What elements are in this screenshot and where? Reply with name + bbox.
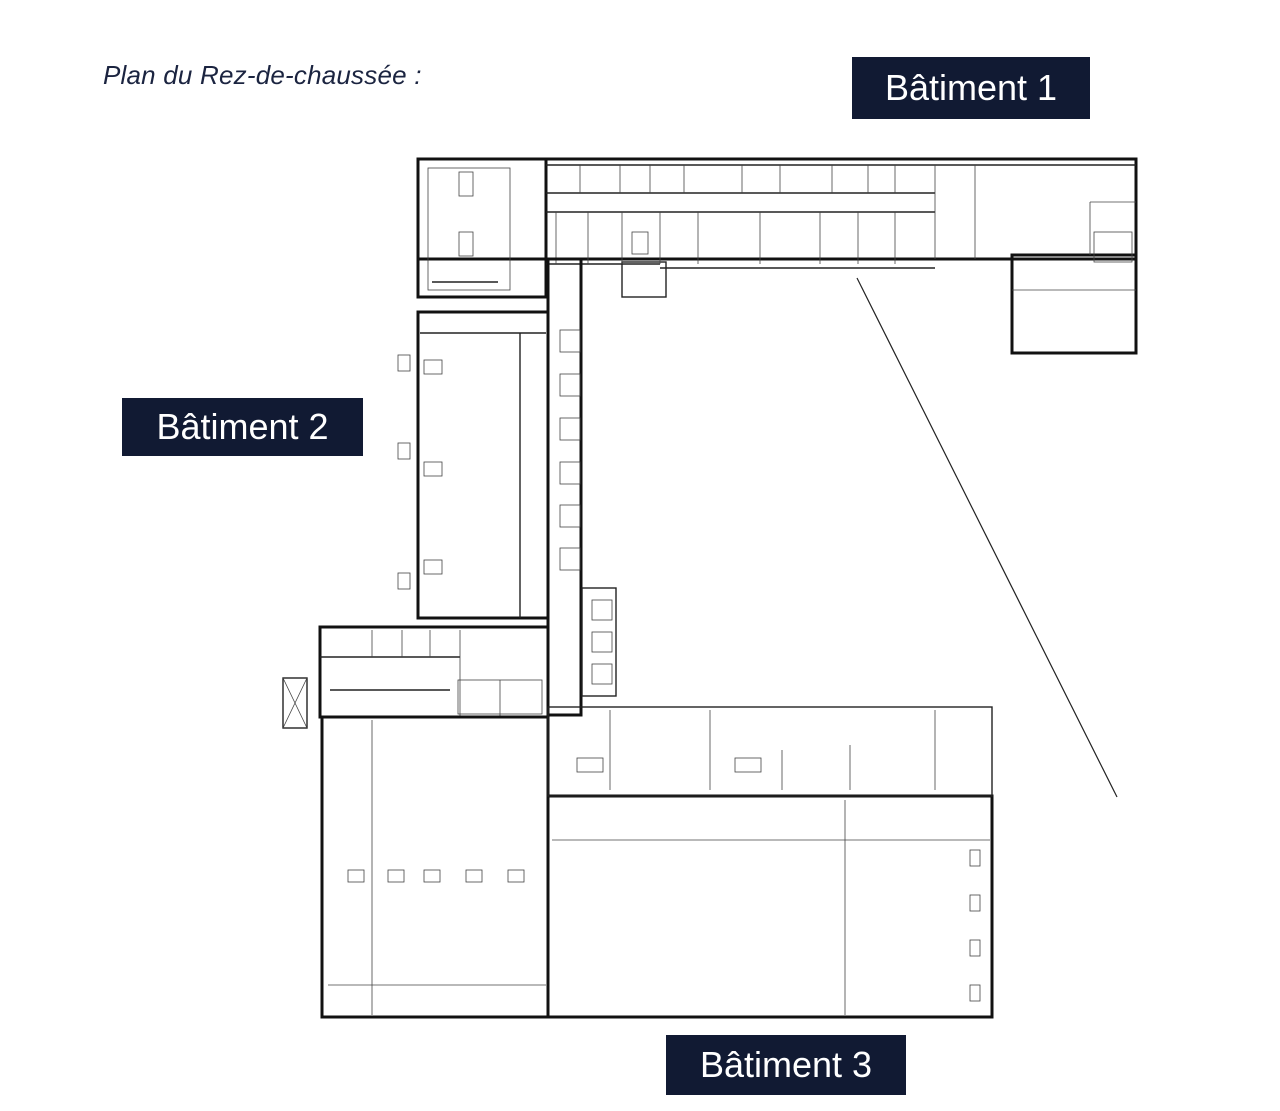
building-2-label: Bâtiment 2 [122,398,363,456]
plan-title: Plan du Rez-de-chaussée : [103,60,422,90]
building-1-outline [416,157,1138,355]
building-2-outline [397,310,550,620]
service-block [282,625,550,729]
courtyard-boundary-line [856,277,1118,798]
building-3-outline [320,706,994,1019]
building-3-label: Bâtiment 3 [666,1035,906,1095]
building-1-rooms [427,165,1136,291]
corridor-west [546,257,617,717]
building-1-label: Bâtiment 1 [852,57,1090,119]
